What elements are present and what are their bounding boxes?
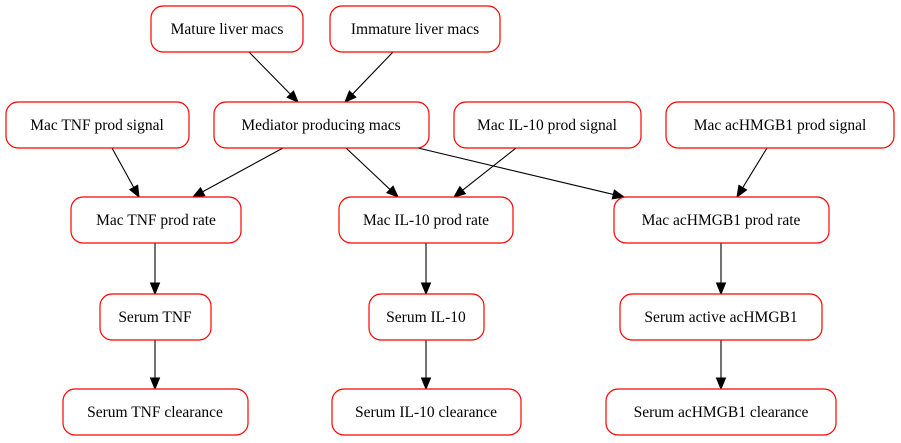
- arrowhead: [128, 184, 140, 199]
- edge-mac_il10_prod_signal-to-mac_il10_prod_rate: [452, 147, 517, 198]
- node-label: Mac acHMGB1 prod rate: [642, 212, 801, 229]
- node-label: Mac TNF prod rate: [96, 212, 216, 229]
- edge-mac_il10_prod_rate-to-serum_il10: [420, 243, 432, 296]
- arrowhead: [611, 189, 626, 200]
- edge-mature_liver_macs-to-mediator_producing_macs: [248, 51, 299, 103]
- edge-immature_liver_macs-to-mediator_producing_macs: [344, 51, 394, 103]
- node-label: Serum active acHMGB1: [644, 309, 797, 326]
- node-label: Mac acHMGB1 prod signal: [694, 117, 867, 134]
- node-mac-tnf-prod-signal: Mac TNF prod signal: [5, 101, 190, 149]
- node-label: Serum IL-10 clearance: [355, 404, 497, 421]
- arrowhead: [736, 184, 748, 199]
- edge-mac_achmgb1_prod_rate-to-serum_active_achmgb1: [715, 243, 727, 296]
- arrowhead: [386, 185, 399, 198]
- edge-serum_active_achmgb1-to-serum_achmgb1_clearance: [715, 340, 727, 391]
- arrowhead: [420, 282, 432, 296]
- node-label: Serum TNF clearance: [87, 404, 223, 421]
- arrowhead: [191, 186, 206, 198]
- node-serum-tnf: Serum TNF: [99, 293, 212, 341]
- node-serum-il10-clearance: Serum IL-10 clearance: [331, 388, 522, 436]
- node-immature-liver-macs: Immature liver macs: [329, 5, 501, 53]
- node-mac-il10-prod-signal: Mac IL-10 prod signal: [453, 101, 642, 149]
- edge-line: [248, 51, 291, 95]
- node-serum-active-achmgb1: Serum active acHMGB1: [619, 293, 823, 341]
- arrowhead: [149, 282, 161, 296]
- node-mac-tnf-prod-rate: Mac TNF prod rate: [70, 196, 242, 244]
- node-mature-liver-macs: Mature liver macs: [150, 5, 304, 53]
- edge-line: [202, 147, 284, 193]
- arrowhead: [149, 377, 161, 391]
- node-mac-achmgb1-prod-rate: Mac acHMGB1 prod rate: [613, 196, 830, 244]
- arrowhead: [286, 90, 299, 103]
- arrowhead: [715, 282, 727, 296]
- node-label: Serum IL-10: [386, 309, 466, 326]
- edges-layer: [111, 51, 768, 391]
- node-label: Mediator producing macs: [241, 117, 400, 134]
- edge-line: [742, 147, 768, 188]
- edge-mediator_producing_macs-to-mac_achmgb1_prod_rate: [417, 147, 626, 200]
- node-label: Mac TNF prod signal: [30, 117, 164, 134]
- edge-serum_il10-to-serum_il10_clearance: [420, 340, 432, 391]
- edge-mac_tnf_prod_signal-to-mac_tnf_prod_rate: [111, 147, 140, 199]
- node-label: Serum acHMGB1 clearance: [634, 404, 809, 421]
- edge-serum_tnf-to-serum_tnf_clearance: [149, 340, 161, 391]
- node-label: Mac IL-10 prod rate: [363, 212, 489, 229]
- edge-line: [462, 147, 517, 191]
- node-mediator-producing-macs: Mediator producing macs: [213, 101, 430, 149]
- edge-mac_tnf_prod_rate-to-serum_tnf: [149, 243, 161, 296]
- node-label: Immature liver macs: [351, 21, 479, 38]
- arrowhead: [715, 377, 727, 391]
- node-label: Mature liver macs: [171, 21, 284, 38]
- arrowhead: [344, 90, 357, 103]
- node-serum-tnf-clearance: Serum TNF clearance: [62, 388, 249, 436]
- node-serum-achmgb1-clearance: Serum acHMGB1 clearance: [605, 388, 837, 436]
- edge-line: [417, 147, 614, 195]
- node-mac-il10-prod-rate: Mac IL-10 prod rate: [338, 196, 514, 244]
- arrowhead: [452, 185, 467, 198]
- edge-mac_achmgb1_prod_signal-to-mac_achmgb1_prod_rate: [736, 147, 768, 199]
- edge-line: [111, 147, 135, 188]
- node-mac-achmgb1-prod-signal: Mac acHMGB1 prod signal: [665, 101, 895, 149]
- arrowhead: [420, 377, 432, 391]
- node-label: Mac IL-10 prod signal: [477, 117, 617, 134]
- edge-line: [345, 147, 391, 190]
- edge-line: [352, 51, 394, 95]
- node-label: Serum TNF: [118, 309, 192, 326]
- node-serum-il10: Serum IL-10: [368, 293, 485, 341]
- edge-mediator_producing_macs-to-mac_tnf_prod_rate: [191, 147, 284, 198]
- edge-mediator_producing_macs-to-mac_il10_prod_rate: [345, 147, 399, 198]
